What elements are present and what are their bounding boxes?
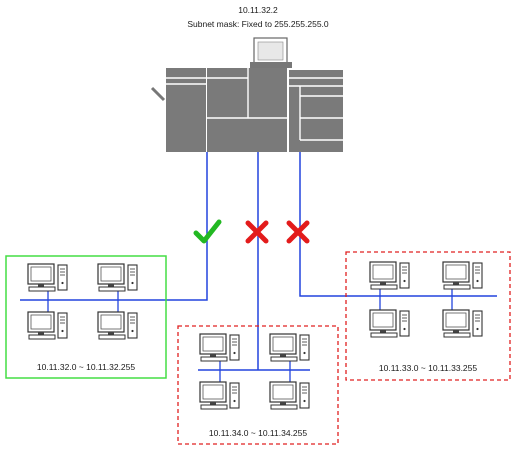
computer-icon <box>442 309 483 338</box>
network-range-label-34: 10.11.34.0 ~ 10.11.34.255 <box>208 428 308 438</box>
computer-icon <box>27 311 68 340</box>
computer-icon <box>27 263 68 292</box>
link-net-32 <box>20 152 208 301</box>
network-range-label-33: 10.11.33.0 ~ 10.11.33.255 <box>378 363 478 373</box>
computer-icon <box>442 261 483 290</box>
network-box-32 <box>5 255 167 379</box>
subnet-mask-label: Subnet mask: Fixed to 255.255.255.0 <box>187 19 329 29</box>
printer-ip-label: 10.11.32.2 <box>238 5 278 15</box>
link-net-33 <box>299 152 497 297</box>
computer-icon <box>199 381 240 410</box>
check-icon <box>193 219 222 244</box>
network-box-33 <box>345 251 511 381</box>
computer-icon <box>97 263 138 292</box>
computer-icon <box>369 309 410 338</box>
network-box-34 <box>177 325 339 445</box>
cross-icon <box>245 220 269 244</box>
computer-icon <box>97 311 138 340</box>
computer-icon <box>199 333 240 362</box>
printer-icon <box>150 37 343 152</box>
network-range-label-32: 10.11.32.0 ~ 10.11.32.255 <box>36 362 136 372</box>
computer-icon <box>269 333 310 362</box>
computer-icon <box>369 261 410 290</box>
cross-icon <box>286 220 310 244</box>
link-lines <box>20 152 497 370</box>
computer-icon <box>269 381 310 410</box>
